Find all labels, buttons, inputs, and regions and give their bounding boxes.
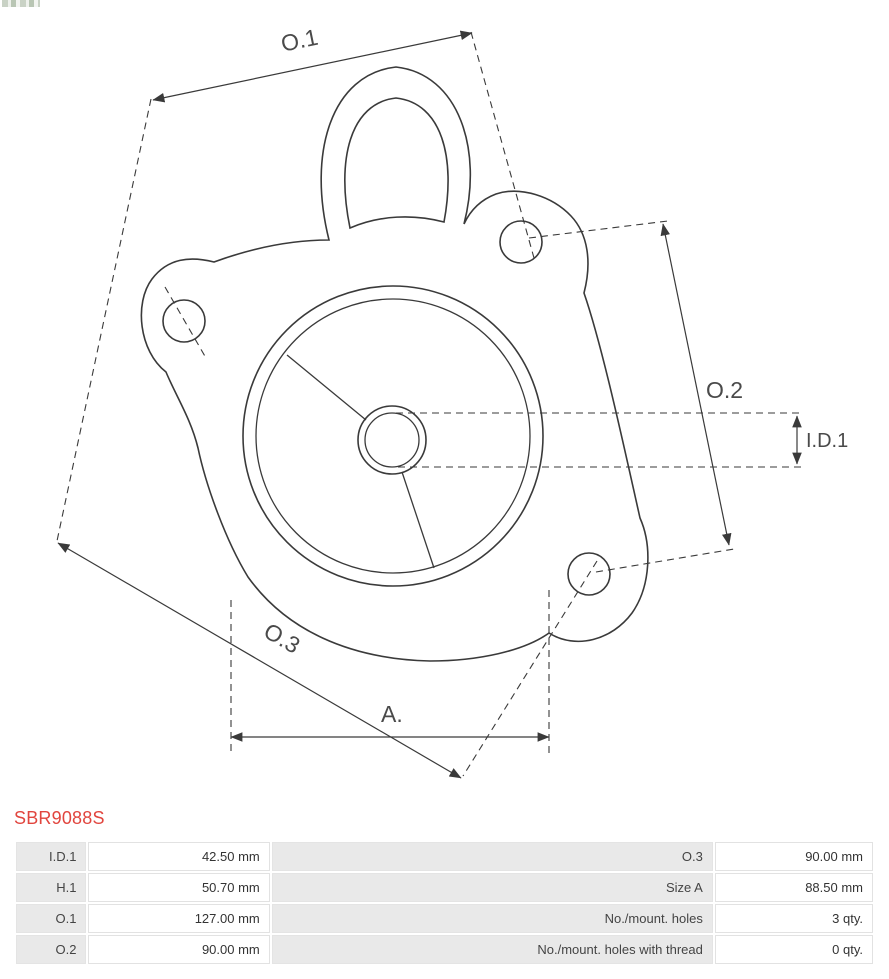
- spec-label: O.2: [16, 935, 87, 964]
- table-row: I.D.1 42.50 mm O.3 90.00 mm: [16, 842, 873, 871]
- label-o2: O.2: [706, 377, 743, 403]
- dimension-o1: [152, 30, 473, 103]
- spec-value: 127.00 mm: [88, 904, 270, 933]
- spec-value: 90.00 mm: [88, 935, 270, 964]
- ext-left-long: [56, 98, 152, 542]
- spec-table: I.D.1 42.50 mm O.3 90.00 mm H.1 50.70 mm…: [14, 840, 875, 966]
- hub-outer-circle: [357, 405, 427, 475]
- construction-lines: [56, 31, 802, 777]
- table-row: O.1 127.00 mm No./mount. holes 3 qty.: [16, 904, 873, 933]
- dimension-o2: [660, 223, 732, 546]
- dimension-lines: [57, 30, 802, 779]
- label-a: A.: [381, 701, 403, 727]
- loop-hole: [344, 97, 449, 230]
- spec-label: O.1: [16, 904, 87, 933]
- ext-o3-bottom: [462, 560, 598, 777]
- technical-drawing: O.1 O.2 I.D.1 O.3 A.: [56, 24, 848, 779]
- spec-label: No./mount. holes with thread: [271, 935, 713, 964]
- starter-cover-diagram: O.1 O.2 I.D.1 O.3 A.: [56, 24, 848, 779]
- spec-value: 0 qty.: [714, 935, 873, 964]
- part-number-link[interactable]: SBR9088S: [14, 808, 105, 828]
- radial-line-upper: [286, 354, 367, 421]
- spec-value: 88.50 mm: [714, 873, 873, 902]
- cropped-logo-artifact: [2, 0, 40, 7]
- table-row: H.1 50.70 mm Size A 88.50 mm: [16, 873, 873, 902]
- spec-label: I.D.1: [16, 842, 87, 871]
- cover-plate: [140, 66, 649, 662]
- spec-label: H.1: [16, 873, 87, 902]
- label-o1: O.1: [279, 24, 321, 57]
- mounting-hole-top: [499, 220, 543, 264]
- left-hole-centerline: [164, 286, 207, 359]
- spec-label: O.3: [271, 842, 713, 871]
- spec-label: Size A: [271, 873, 713, 902]
- ext-o1-right: [470, 31, 535, 259]
- spec-value: 42.50 mm: [88, 842, 270, 871]
- spec-label: No./mount. holes: [271, 904, 713, 933]
- spec-value: 3 qty.: [714, 904, 873, 933]
- table-row: O.2 90.00 mm No./mount. holes with threa…: [16, 935, 873, 964]
- spec-value: 90.00 mm: [714, 842, 873, 871]
- shaft-hole-circle: [364, 412, 420, 468]
- spec-value: 50.70 mm: [88, 873, 270, 902]
- label-id1: I.D.1: [806, 430, 848, 452]
